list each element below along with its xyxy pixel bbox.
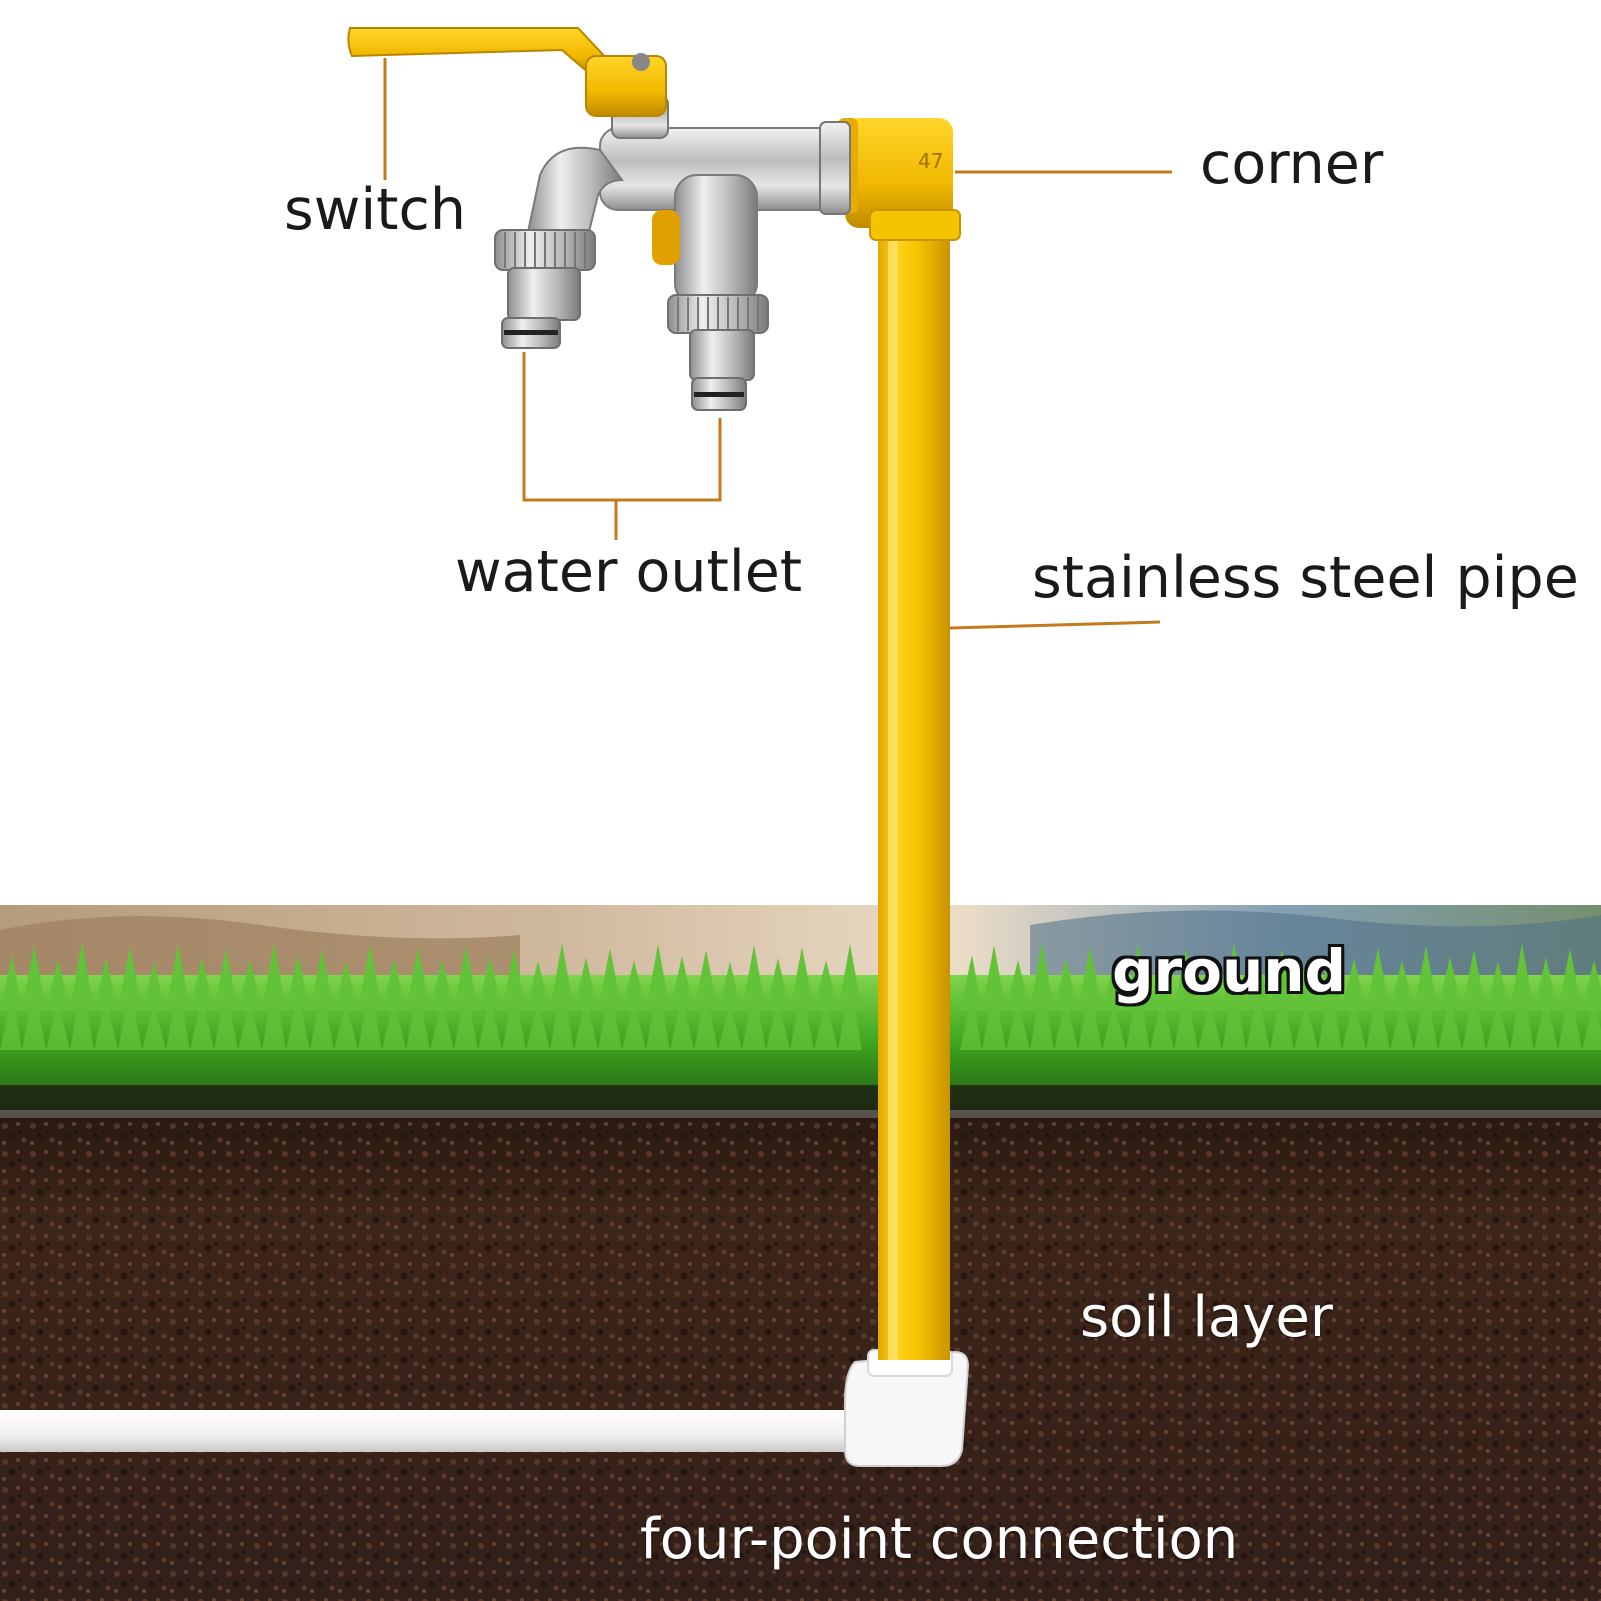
yellow-vertical-pipe xyxy=(878,225,950,1360)
yellow-corner-elbow: 47 xyxy=(838,118,961,241)
white-supply-pipe xyxy=(0,1349,970,1467)
svg-text:47: 47 xyxy=(918,149,943,173)
switch-label: switch xyxy=(284,177,466,243)
corner-label: corner xyxy=(1200,131,1384,197)
stainless-steel-pipe-label: stainless steel pipe xyxy=(1032,545,1579,611)
right-outlet-connector xyxy=(667,294,769,411)
water-outlet-bracket xyxy=(522,352,722,502)
leader-lines xyxy=(383,58,1172,630)
water-outlet-label: water outlet xyxy=(455,539,803,605)
lever-handle xyxy=(347,27,667,117)
soil-layer-label: soil layer xyxy=(1080,1285,1333,1350)
faucet-body xyxy=(526,95,851,306)
left-outlet-connector xyxy=(494,229,596,349)
soil-layer-graphic xyxy=(0,1118,1601,1601)
four-point-connection-label: four-point connection xyxy=(640,1507,1239,1572)
ground-label: ground xyxy=(1112,937,1347,1005)
pipe-leader-line xyxy=(949,620,1161,630)
